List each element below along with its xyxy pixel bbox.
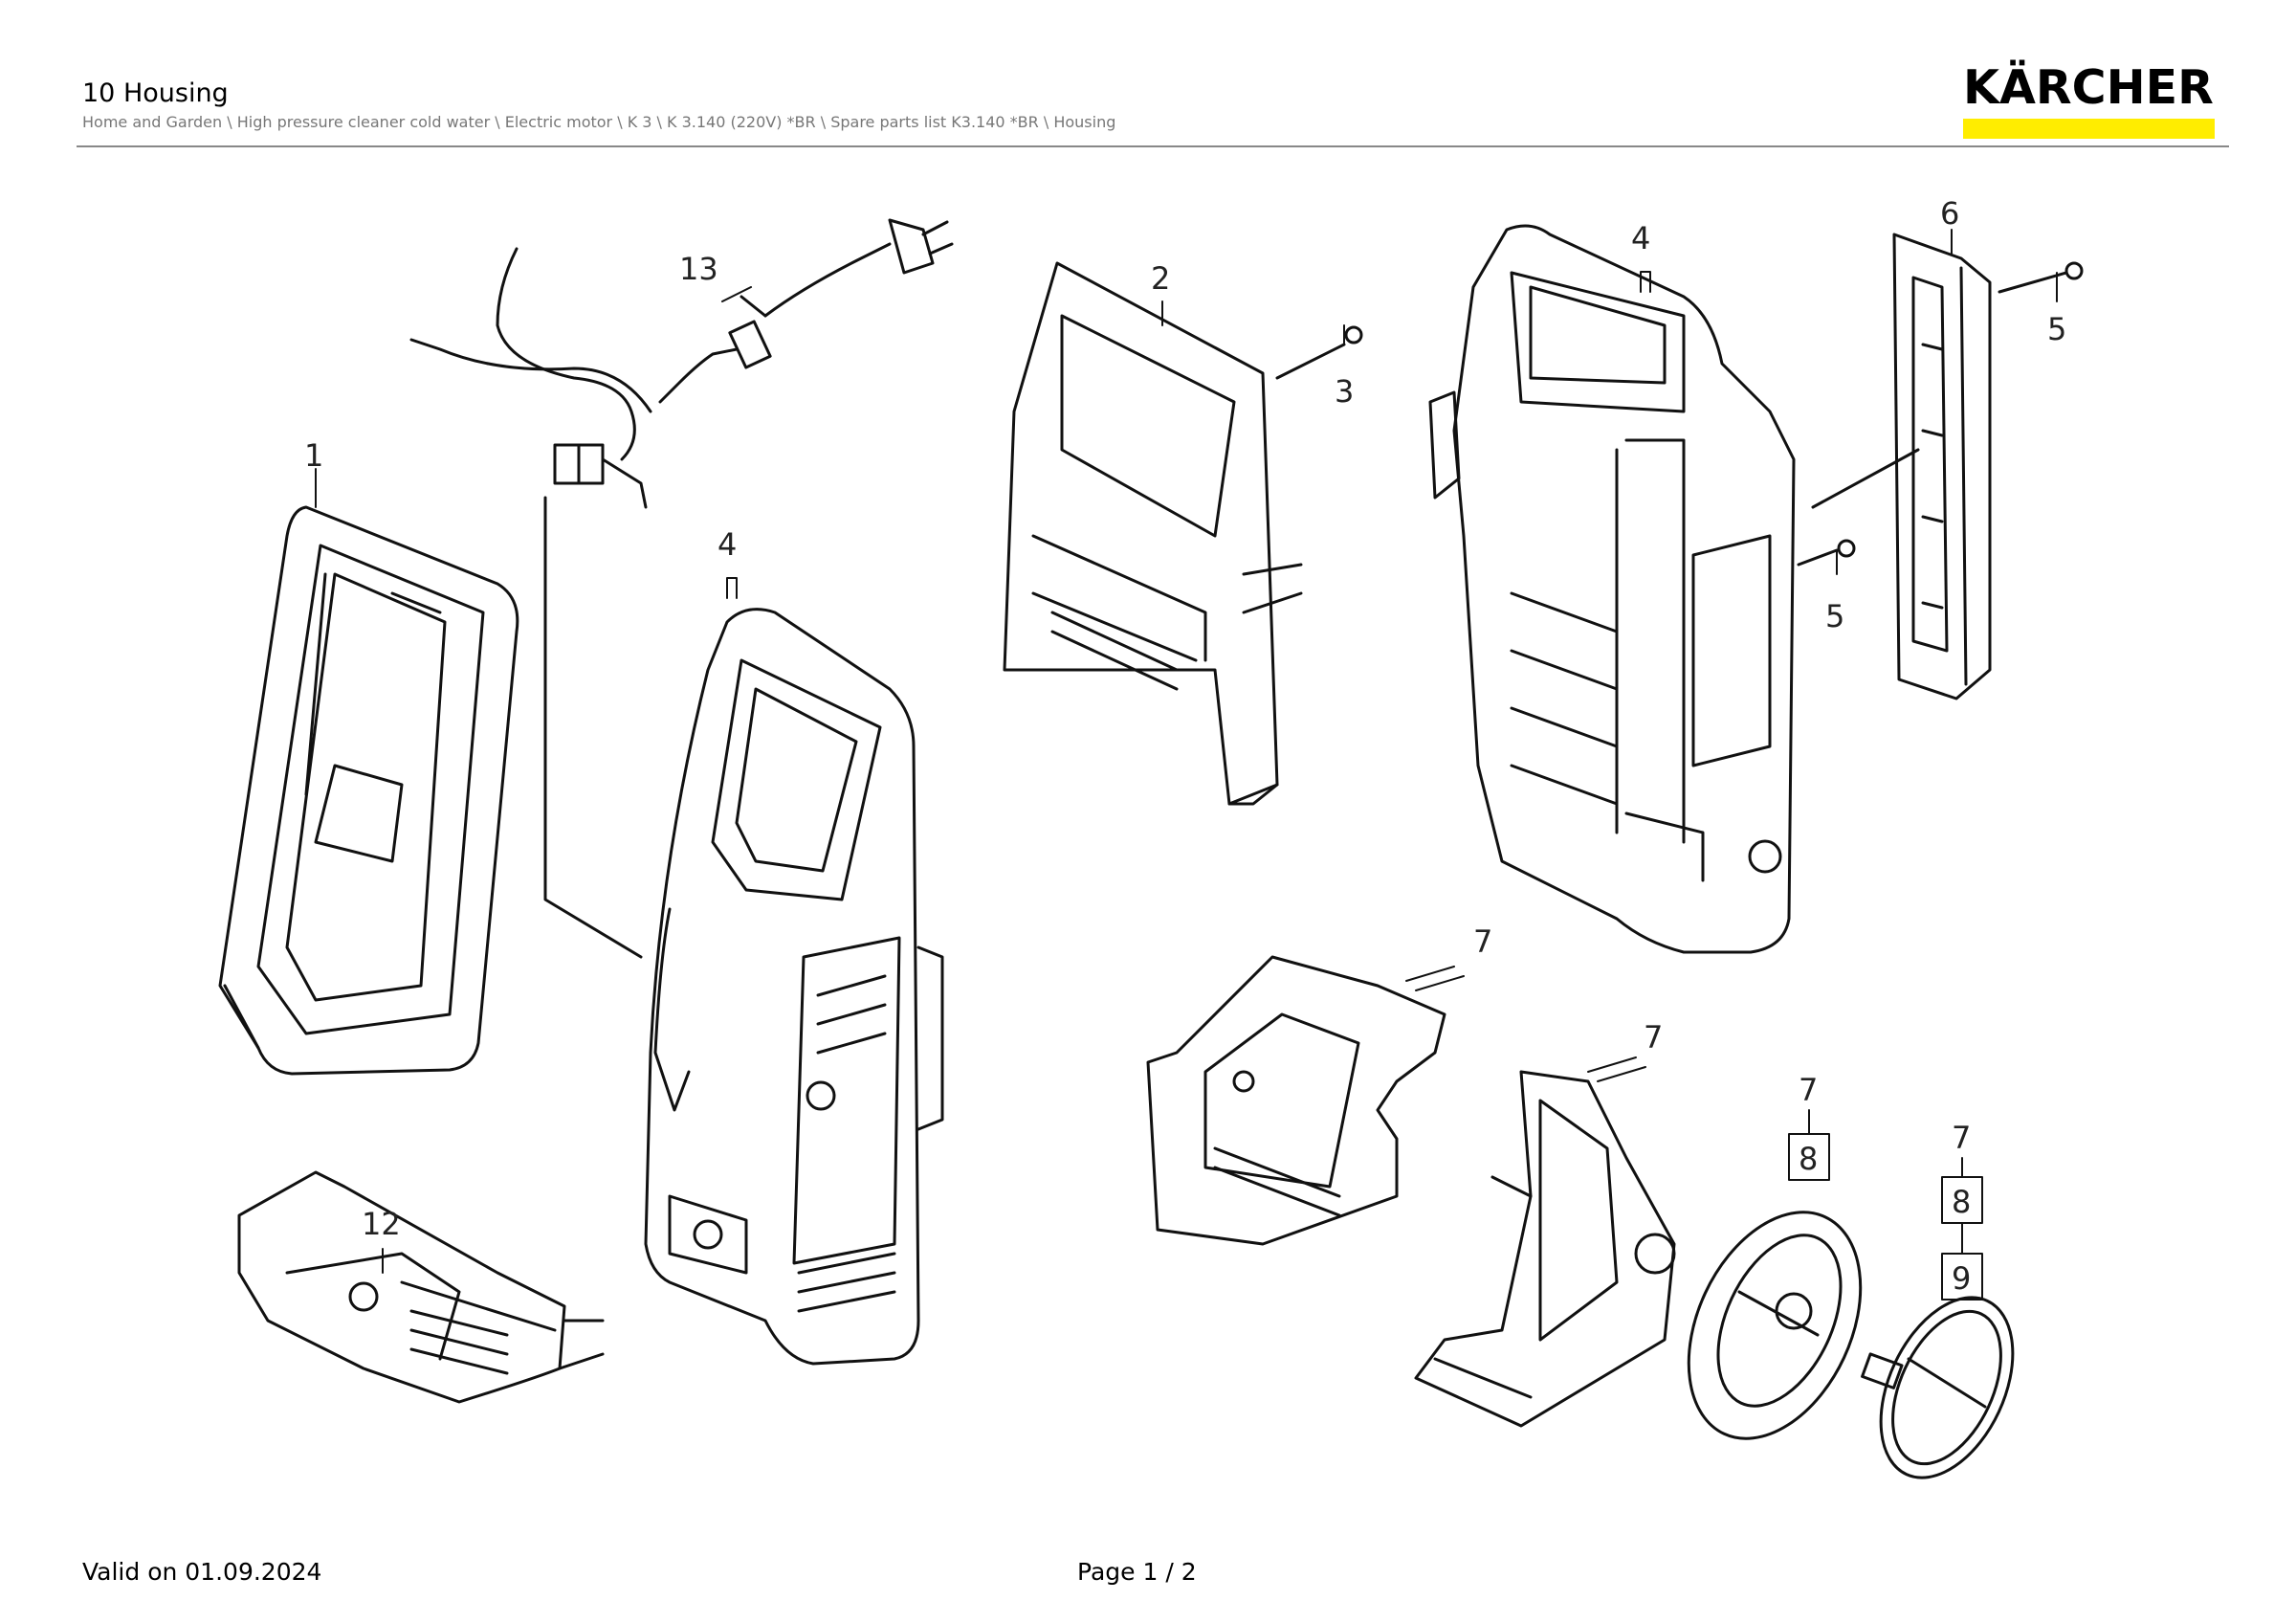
validity-date: Valid on 01.09.2024 xyxy=(82,1558,322,1586)
callout-5-top: 5 xyxy=(2047,311,2066,347)
part-rear-frame xyxy=(1003,261,1303,806)
part-rear-section-1 xyxy=(1146,955,1446,1246)
callout-2: 2 xyxy=(1151,260,1170,297)
callout-8-a: 8 xyxy=(1799,1141,1818,1177)
karcher-logo: KÄRCHER xyxy=(1963,61,2215,139)
logo-yellow-bar xyxy=(1963,119,2215,139)
part-base-front xyxy=(237,1170,605,1404)
callout-12: 12 xyxy=(362,1206,401,1242)
callout-leaders xyxy=(315,229,2058,1301)
callout-7-c: 7 xyxy=(1799,1072,1818,1108)
part-rear-section-2 xyxy=(1414,1070,1676,1428)
page-title: 10 Housing xyxy=(82,78,229,108)
page-number: Page 1 / 2 xyxy=(1077,1558,1197,1586)
part-housing-rear xyxy=(1428,224,1796,954)
callout-9: 9 xyxy=(1952,1260,1971,1297)
callout-7-d: 7 xyxy=(1952,1120,1971,1156)
part-screws xyxy=(1275,261,2084,567)
part-side-rail xyxy=(1811,233,1992,700)
callout-13: 13 xyxy=(679,251,718,287)
header-divider xyxy=(77,145,2229,147)
callout-7-b: 7 xyxy=(1644,1019,1663,1056)
callout-4-front: 4 xyxy=(718,526,737,563)
callout-4-rear: 4 xyxy=(1631,220,1650,256)
callout-7-a: 7 xyxy=(1473,923,1492,960)
callout-5-mid: 5 xyxy=(1825,598,1844,634)
part-power-cable xyxy=(409,218,954,959)
part-wheel xyxy=(1687,1211,1863,1440)
callout-8-b: 8 xyxy=(1952,1184,1971,1220)
part-hub-cap xyxy=(1861,1296,2015,1479)
callout-1: 1 xyxy=(304,437,323,474)
logo-wordmark: KÄRCHER xyxy=(1963,60,2214,115)
callout-6: 6 xyxy=(1940,195,1959,232)
part-housing-front xyxy=(644,608,944,1366)
breadcrumb: Home and Garden \ High pressure cleaner … xyxy=(82,113,1116,131)
callout-3: 3 xyxy=(1335,373,1354,410)
part-front-cover xyxy=(218,505,519,1076)
